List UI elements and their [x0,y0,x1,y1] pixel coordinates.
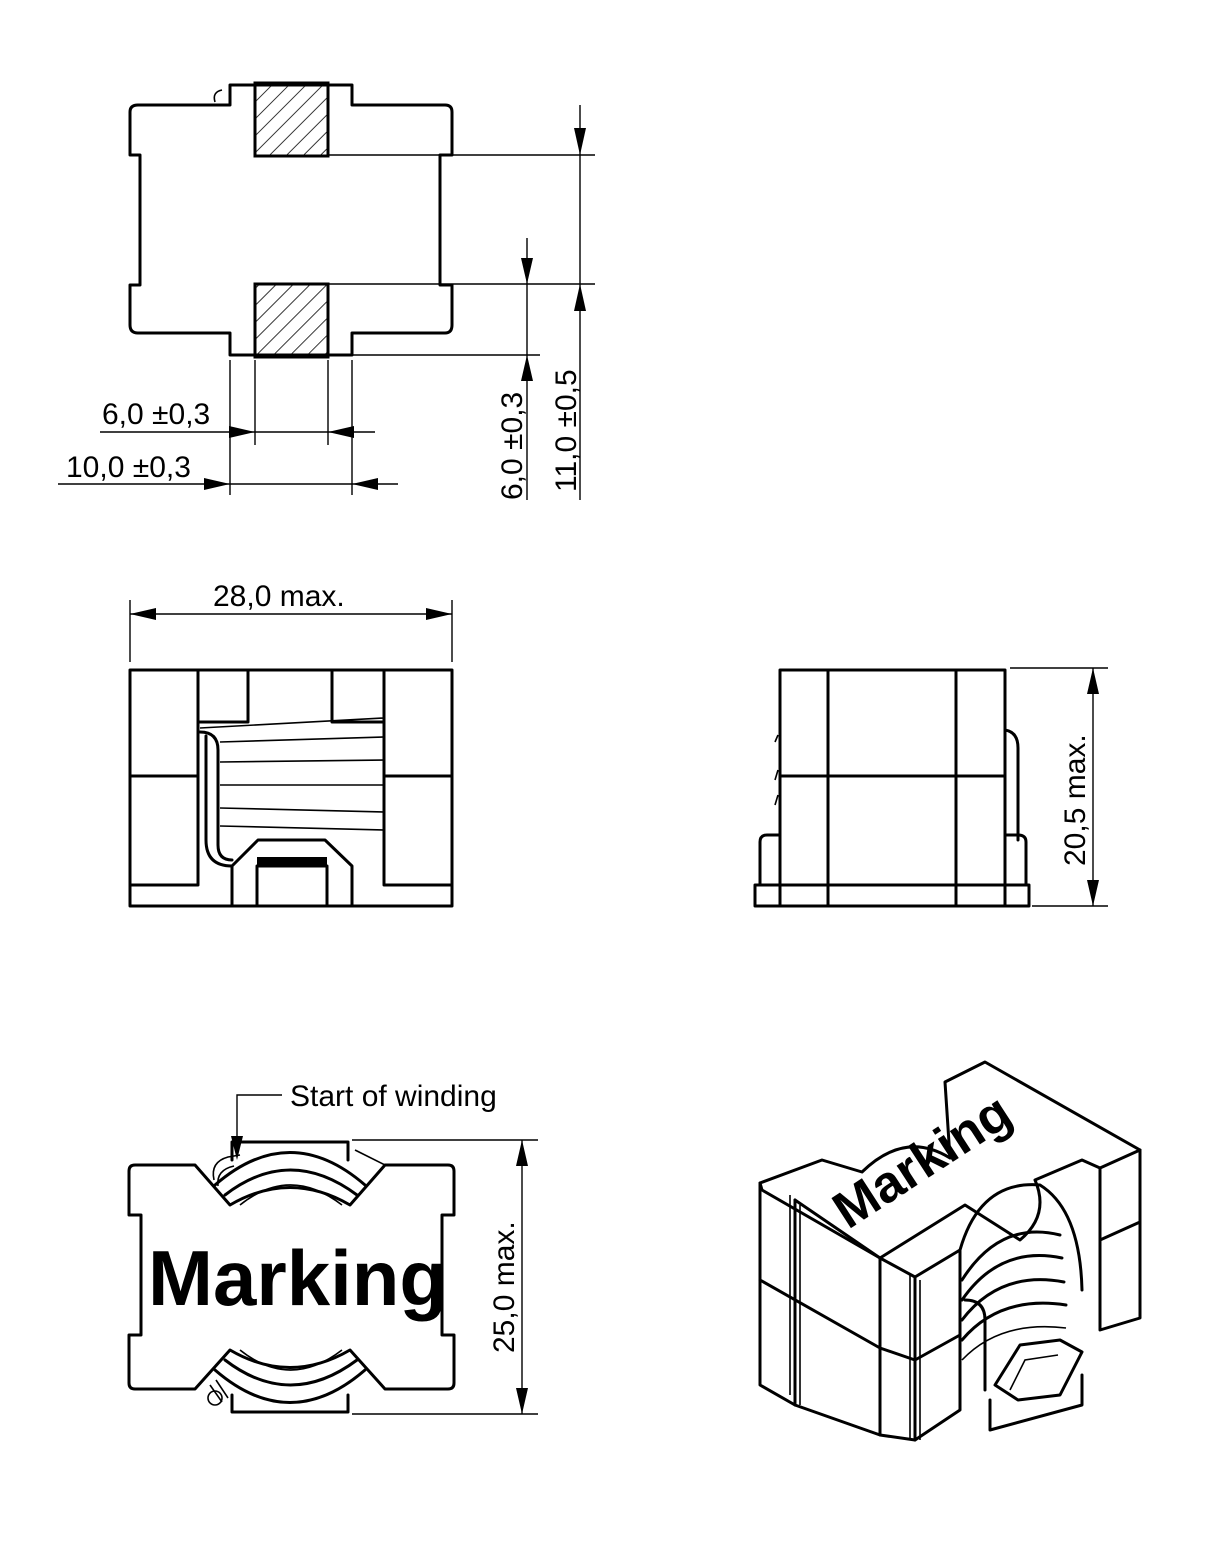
dim-pad-pitch: 11,0 ±0,5 [550,369,583,492]
footprint-dimension-lines [58,105,595,500]
dim-pad-width: 6,0 ±0,3 [102,398,210,431]
footprint-view: 6,0 ±0,3 10,0 ±0,3 6,0 ±0,3 11,0 ±0,5 [58,81,595,500]
front-terminal-pad [257,857,327,865]
front-view: 28,0 max. [128,580,454,908]
front-terminal [230,838,354,908]
front-right-cap [330,668,386,724]
front-terminal-inner [255,864,329,908]
top-view: Marking Start of winding 25,0 max. [127,1080,538,1415]
front-base [128,883,454,908]
isometric-view: Marking [758,1060,1142,1442]
iso-front-lines [909,1275,921,1440]
iso-terminal-base [988,1373,1084,1432]
iso-left-front-pillar [758,1181,797,1407]
iso-left-lines [789,1195,801,1405]
front-left-block [128,668,200,887]
side-wire-left [774,734,779,806]
marking-top-view: Marking [148,1234,447,1322]
front-winding [198,717,385,868]
iso-right-pillar-lower [1098,1220,1142,1332]
dim-pad-length: 6,0 ±0,3 [496,392,529,500]
front-left-cap [196,668,250,724]
iso-mid-seam [758,1278,962,1362]
side-right-terminal [1003,833,1028,887]
dim-body-length: 28,0 max. [213,580,345,613]
side-wire [1003,728,1020,842]
footprint-outline [128,83,454,357]
iso-winding [960,1230,1068,1392]
label-start-of-winding: Start of winding [290,1080,497,1113]
iso-terminal-detail [1009,1354,1059,1391]
side-base [753,883,1031,908]
front-right-block [382,668,454,887]
iso-right-pillar [1098,1148,1142,1242]
side-left-terminal [758,833,782,887]
top-winding-lower [207,1349,367,1414]
side-body [778,668,1007,887]
top-body-outline [127,1163,456,1391]
iso-left-pillar-face [793,1198,882,1437]
start-winding-leader [236,1094,282,1140]
solder-pad-top [253,81,330,158]
dim-body-width: 25,0 max. [488,1221,521,1353]
marking-iso-view: Marking [823,1083,1022,1240]
top-winding-upper [212,1140,386,1206]
winding-start-hook [213,89,223,103]
iso-front-pillar-side [913,1248,962,1442]
dim-body-height: 20,5 max. [1059,734,1092,866]
iso-terminal [993,1338,1084,1402]
solder-pad-bottom [253,282,330,359]
iso-core-arch [958,1183,1084,1292]
side-view: 20,5 max. [753,667,1108,908]
dim-pad-span: 10,0 ±0,3 [66,451,191,484]
